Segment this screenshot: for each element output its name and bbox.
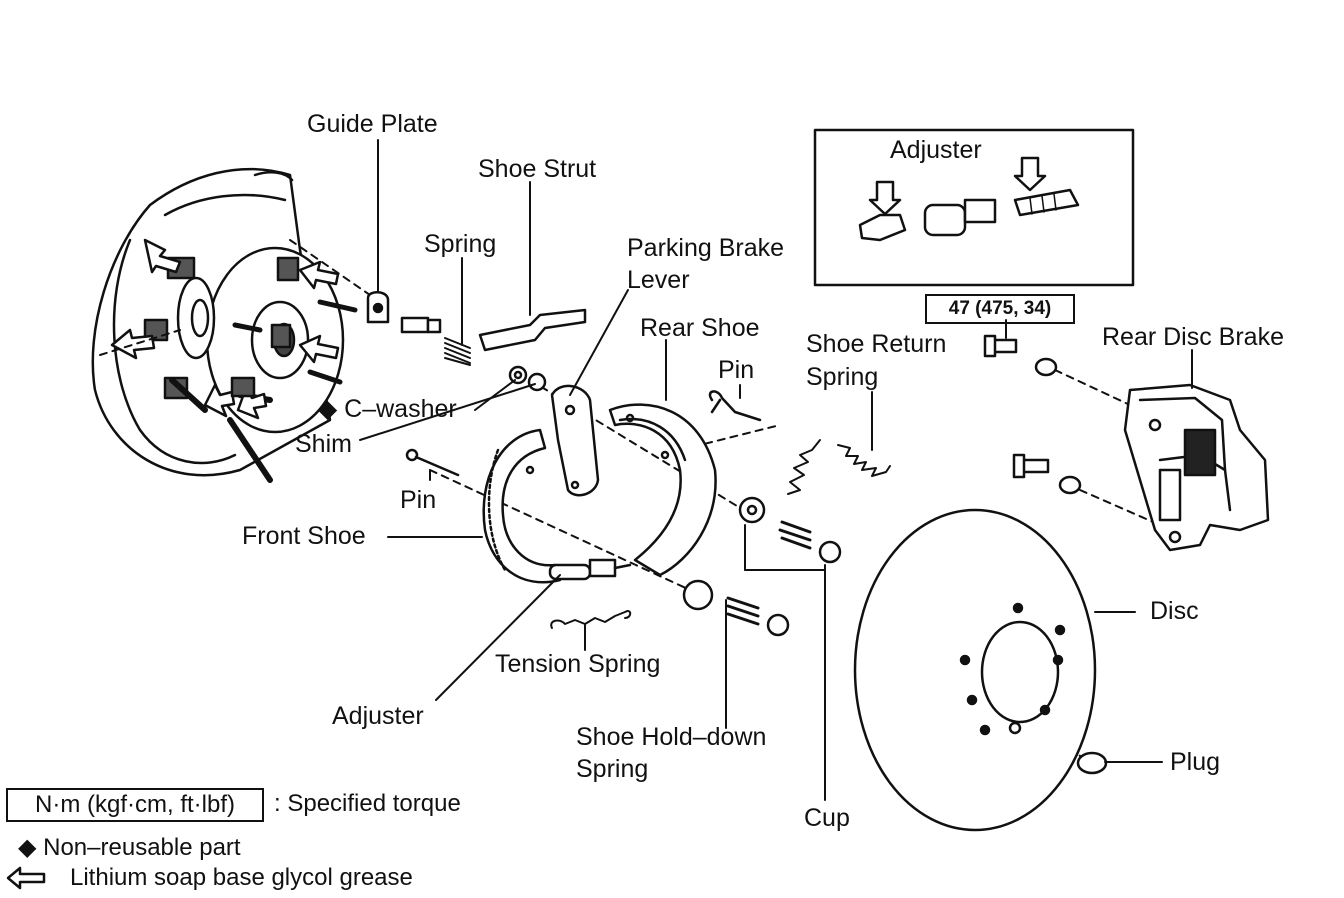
legend-grease-text: Lithium soap base glycol grease: [70, 864, 413, 891]
upper-pin-part: [708, 390, 762, 422]
label-c-washer: ◆ C–washer: [318, 395, 457, 423]
label-shim: Shim: [295, 430, 352, 458]
label-rear-disc-brake: Rear Disc Brake: [1102, 323, 1284, 351]
leader-lines: [359, 139, 1193, 801]
label-spring: Spring: [424, 230, 497, 258]
label-pin-upper: Pin: [718, 356, 755, 384]
label-cup: Cup: [804, 804, 850, 832]
shoe-return-spring-part: [787, 439, 891, 495]
label-shoe-hold-down-spring-line2: Spring: [576, 755, 649, 783]
brake-disc-part: [853, 508, 1097, 832]
lower-pin-part: [405, 448, 460, 477]
strut-bolt: [400, 316, 442, 334]
label-pin-lower: Pin: [400, 486, 437, 514]
label-disc: Disc: [1150, 597, 1199, 625]
label-rear-shoe: Rear Shoe: [640, 314, 760, 342]
label-front-shoe: Front Shoe: [242, 522, 366, 550]
shoe-strut-part: [478, 308, 587, 352]
shim-part: [527, 372, 547, 392]
label-plug: Plug: [1170, 748, 1221, 776]
front-shoe-part: [482, 428, 562, 584]
legend-torque-unit-box: N·m (kgf·cm, ft·lbf): [6, 788, 264, 822]
c-washer-part: [508, 365, 528, 385]
legend-torque-unit-text: : Specified torque: [274, 790, 461, 817]
legend-grease-arrow-icon: [6, 866, 46, 890]
label-parking-brake-lever-line1: Parking Brake: [627, 234, 785, 262]
label-adjuster-inset: Adjuster: [890, 136, 982, 164]
legend-non-reusable: ◆ Non–reusable part: [18, 834, 241, 861]
spring-part: [444, 337, 471, 366]
shoe-hold-down-parts: [682, 496, 842, 637]
adjuster-inset: [813, 128, 1135, 287]
adjuster-part: [548, 558, 632, 581]
label-shoe-hold-down-spring-line1: Shoe Hold–down: [576, 723, 767, 751]
plug-part: [1076, 751, 1108, 775]
label-adjuster: Adjuster: [332, 702, 424, 730]
label-shoe-return-spring-line1: Shoe Return: [806, 330, 947, 358]
guide-plate: [366, 291, 390, 324]
parking-brake-lever-part: [550, 384, 600, 497]
rear-disc-brake-caliper: [1123, 383, 1270, 552]
tension-spring-part: [550, 610, 632, 629]
label-tension-spring: Tension Spring: [495, 650, 661, 678]
label-shoe-return-spring-line2: Spring: [806, 363, 879, 391]
legend-grease-symbol: ⇦: [6, 864, 28, 892]
grease-arrow-icons: [110, 238, 340, 420]
torque-spec-box: 47 (475, 34): [925, 294, 1075, 324]
rear-shoe-part: [608, 403, 717, 577]
label-guide-plate: Guide Plate: [307, 110, 438, 138]
label-parking-brake-lever-line2: Lever: [627, 266, 690, 294]
caliper-bolts: [983, 334, 1082, 495]
label-shoe-strut: Shoe Strut: [478, 155, 597, 183]
